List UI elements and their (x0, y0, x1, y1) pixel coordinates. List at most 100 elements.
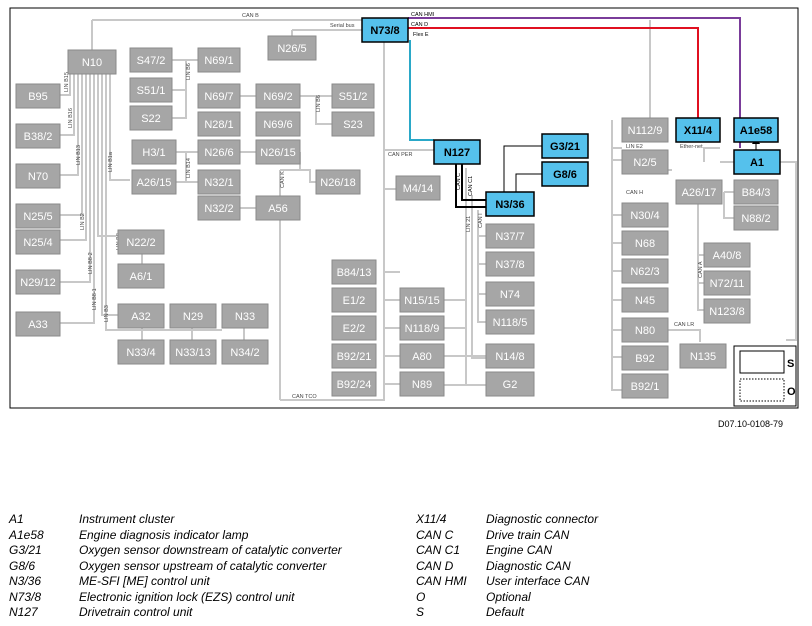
node-label: N32/1 (204, 177, 233, 189)
node-label: N33/13 (175, 347, 210, 359)
node-box (15, 269, 61, 295)
node-box (221, 339, 269, 365)
node-label: S47/2 (137, 55, 166, 67)
node-box (129, 77, 173, 103)
node-box (117, 303, 165, 329)
node-label: A33 (28, 319, 48, 331)
node-box (621, 317, 669, 343)
g8-link (515, 173, 542, 194)
ecu-node-n68: N68 (621, 230, 669, 256)
node-label: X11/4 (684, 125, 713, 137)
node-label: A56 (268, 203, 288, 215)
ecu-node-n32-2: N32/2 (197, 195, 241, 221)
key-optional-swatch (739, 378, 785, 402)
node-label: N32/2 (204, 203, 233, 215)
node-box (733, 117, 779, 143)
node-box (399, 343, 445, 369)
bus-label: CAN H (626, 190, 643, 196)
legend-description: Instrument cluster (79, 512, 175, 526)
node-label: N28/1 (204, 119, 233, 131)
g3-link (503, 145, 542, 194)
ecu-node-n14-8: N14/8 (485, 343, 535, 369)
legend-description: Engine diagnosis indicator lamp (79, 527, 249, 542)
node-box (541, 161, 589, 187)
ecu-node-a40-8: A40/8 (703, 242, 751, 268)
node-box (15, 229, 61, 255)
node-box (733, 205, 779, 231)
node-label: N118/9 (405, 323, 440, 335)
bus-label: LIN B3 (104, 305, 110, 322)
node-box (169, 339, 217, 365)
node-label: N22/2 (126, 237, 155, 249)
legend-code: X11/4 (416, 512, 447, 526)
can-d-line (408, 27, 699, 118)
node-box (331, 287, 377, 313)
node-box (485, 251, 535, 277)
node-box (621, 230, 669, 256)
node-label: N14/8 (495, 351, 524, 363)
key-default-label: S (787, 358, 794, 370)
ecu-node-e2-2: E2/2 (331, 315, 377, 341)
bus-label: Flex E (413, 32, 429, 38)
node-label: N26/15 (260, 147, 295, 159)
node-label: N88/2 (741, 213, 770, 225)
node-label: N37/7 (495, 231, 524, 243)
legend-code: CAN HMI (416, 574, 467, 588)
node-box (129, 105, 173, 131)
node-label: G8/6 (553, 169, 577, 181)
node-label: B92 (635, 353, 655, 365)
key-optional-label: O (787, 386, 796, 398)
node-box (255, 139, 301, 165)
ecu-node-n88-2: N88/2 (733, 205, 779, 231)
ecu-node-n127: N127 (433, 139, 481, 165)
bus-label: LIN 21 (466, 216, 472, 232)
node-box (541, 133, 589, 159)
network-topology-diagram: CAN B Serial bus CAN HMI CAN D Flex E CA… (9, 7, 799, 409)
node-label: N72/11 (710, 278, 745, 290)
node-box (331, 111, 375, 137)
node-box (621, 117, 669, 143)
node-box (621, 287, 669, 313)
legend-description: Drive train CAN (486, 527, 570, 542)
node-box (621, 373, 669, 399)
ecu-node-s47-2: S47/2 (129, 47, 173, 73)
ecu-node-n45: N45 (621, 287, 669, 313)
ecu-node-n29: N29 (169, 303, 217, 329)
node-label: N30/4 (630, 210, 659, 222)
bus-label: LIN B1a (108, 151, 114, 172)
bus-label: CAN C (456, 173, 462, 190)
node-box (131, 139, 177, 165)
bus-label: LIN B8-1 (92, 288, 98, 310)
ecu-node-a33: A33 (15, 311, 61, 337)
legend-description: Electronic ignition lock (EZS) control u… (79, 589, 295, 604)
ecu-node-n22-2: N22/2 (117, 229, 165, 255)
bus-label: Ether-net (680, 144, 703, 150)
ecu-node-n28-1: N28/1 (197, 111, 241, 137)
legend-code: O (416, 589, 426, 604)
ecu-node-n30-4: N30/4 (621, 202, 669, 228)
legend-code: N127 (9, 605, 38, 619)
node-label: N45 (635, 295, 655, 307)
node-box (15, 311, 61, 337)
ecu-node-s51-1: S51/1 (129, 77, 173, 103)
ecu-node-n26-18: N26/18 (315, 169, 361, 195)
node-label: S22 (141, 113, 161, 125)
ecu-node-n25-5: N25/5 (15, 203, 61, 229)
node-label: N123/8 (709, 306, 744, 318)
bus-label: CAN I (478, 213, 484, 228)
ecu-node-g3-21: G3/21 (541, 133, 589, 159)
node-label: N127 (444, 147, 470, 159)
ecu-node-a80: A80 (399, 343, 445, 369)
bus-label: CAN HMI (411, 12, 435, 18)
ecu-node-a56: A56 (255, 195, 301, 221)
ecu-node-n69-6: N69/6 (255, 111, 301, 137)
node-label: N80 (635, 325, 655, 337)
ecu-node-n118-5: N118/5 (485, 309, 535, 335)
node-box (221, 303, 269, 329)
node-box (331, 315, 377, 341)
legend-description: Drivetrain control unit (79, 605, 193, 619)
